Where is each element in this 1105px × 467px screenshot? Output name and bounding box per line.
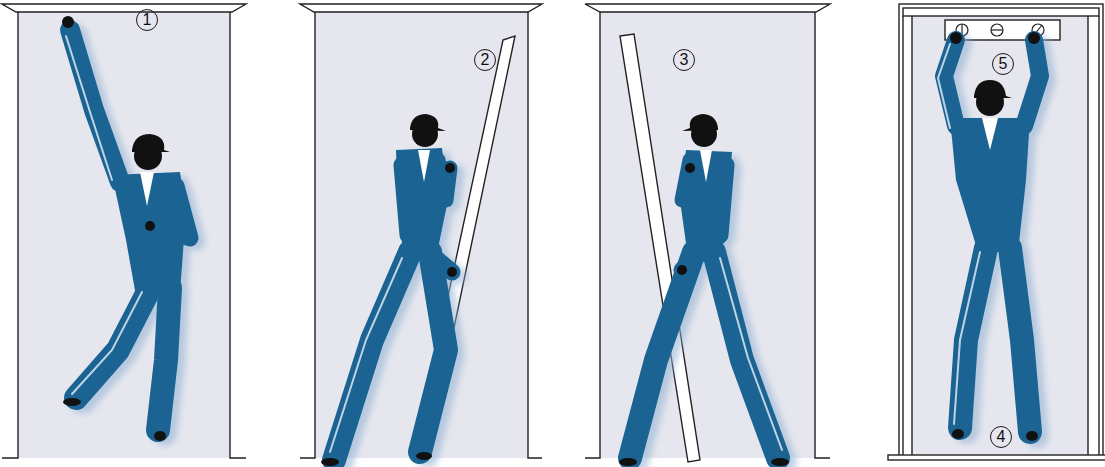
callout-number: 2 bbox=[474, 49, 496, 71]
callout-number: 1 bbox=[136, 9, 158, 31]
callout-number: 4 bbox=[990, 426, 1012, 448]
callout-number: 5 bbox=[992, 53, 1014, 75]
callout-number: 3 bbox=[673, 49, 695, 71]
